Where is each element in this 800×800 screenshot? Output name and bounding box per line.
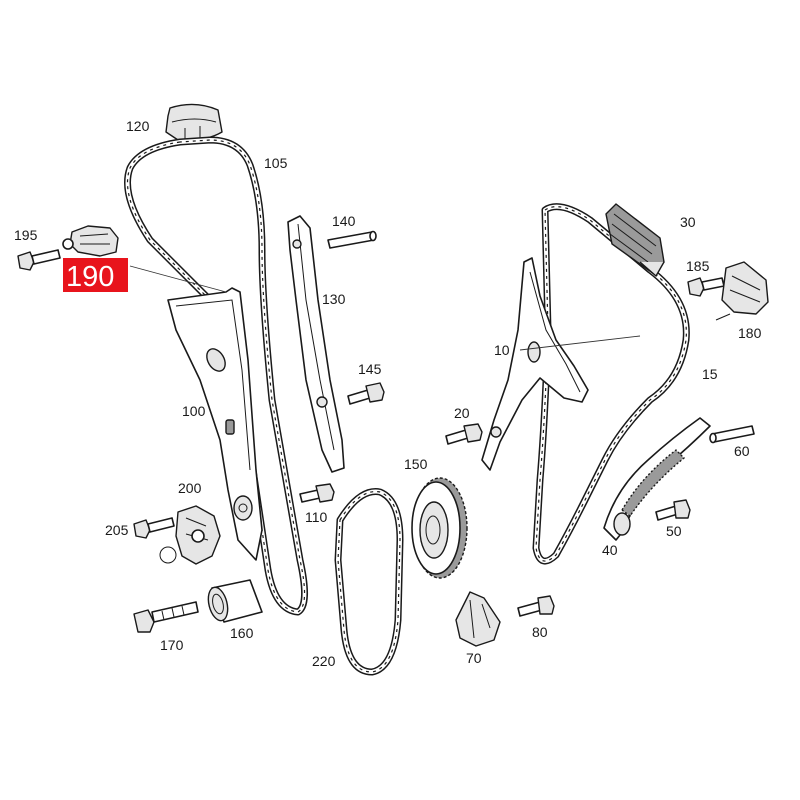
part-200-idler-bracket[interactable] [159, 505, 221, 565]
part-110-bolt[interactable] [299, 483, 335, 503]
part-180-bracket[interactable] [715, 261, 769, 321]
callout-70: 70 [466, 650, 482, 666]
callout-200: 200 [178, 480, 202, 496]
callout-30: 30 [680, 214, 696, 230]
part-20-bolt[interactable] [445, 423, 483, 445]
part-140-pin[interactable] [327, 230, 377, 249]
part-105-timing-chain[interactable] [124, 136, 308, 616]
callout-145: 145 [358, 361, 382, 377]
callout-110: 110 [305, 509, 328, 525]
callout-60: 60 [734, 443, 750, 459]
callout-130: 130 [322, 291, 346, 307]
part-130-guide-rail[interactable] [287, 215, 345, 473]
callout-150: 150 [404, 456, 428, 472]
part-100-tensioning-rail[interactable] [167, 287, 263, 561]
part-120-cap[interactable] [165, 103, 223, 142]
part-150-sprocket[interactable] [411, 477, 468, 579]
part-80-bolt[interactable] [517, 595, 555, 617]
callout-190-highlight [63, 258, 128, 292]
callout-140: 140 [332, 213, 356, 229]
callout-80: 80 [532, 624, 548, 640]
part-145-bolt[interactable] [347, 382, 385, 405]
leader-10 [519, 335, 641, 351]
part-40-curved-guide[interactable] [603, 417, 711, 541]
part-220-chain[interactable] [334, 488, 404, 676]
callout-160: 160 [230, 625, 254, 641]
callout-180: 180 [738, 325, 762, 341]
part-50-bolt[interactable] [655, 499, 691, 521]
part-190-tensioner[interactable] [62, 225, 119, 257]
callout-40: 40 [602, 542, 618, 558]
part-205-bolt[interactable] [133, 517, 175, 539]
callout-190: 190 [66, 261, 114, 293]
leader-190 [129, 265, 227, 293]
callout-20: 20 [454, 405, 470, 421]
callout-185: 185 [686, 258, 710, 274]
part-70-guide[interactable] [455, 591, 501, 647]
callout-170: 170 [160, 637, 184, 653]
part-10-guide-rail[interactable] [481, 257, 589, 471]
callout-100: 100 [182, 403, 206, 419]
callout-10: 10 [494, 342, 510, 358]
part-160-sleeve[interactable] [205, 579, 263, 623]
callout-195: 195 [14, 227, 38, 243]
callout-220: 220 [312, 653, 336, 669]
callout-50: 50 [666, 523, 682, 539]
part-195-bolt[interactable] [17, 249, 61, 271]
callout-15: 15 [702, 366, 718, 382]
part-60-pin[interactable] [709, 425, 755, 444]
part-170-bolt[interactable] [133, 601, 199, 633]
callout-205: 205 [105, 522, 129, 538]
part-30-tensioner[interactable] [605, 203, 665, 277]
part-185-bolt[interactable] [687, 277, 725, 297]
callout-120: 120 [126, 118, 150, 134]
callout-105: 105 [264, 155, 288, 171]
